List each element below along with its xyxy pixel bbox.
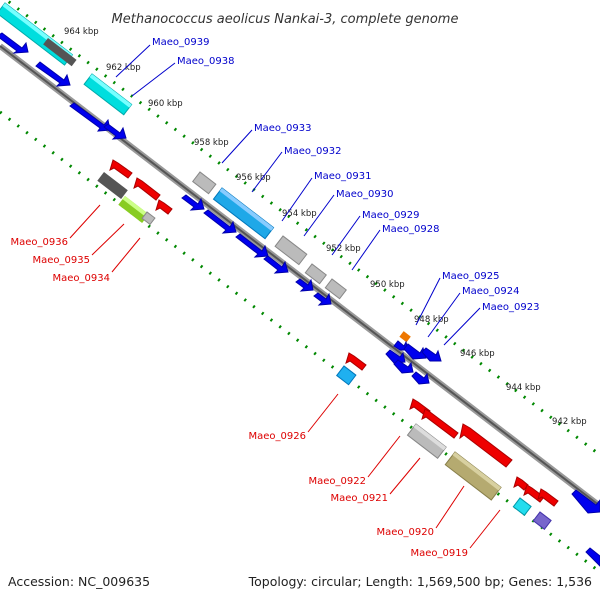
gene-box[interactable]	[512, 497, 532, 516]
gene-label[interactable]: Maeo_0939	[152, 37, 209, 48]
gene-box[interactable]	[274, 235, 308, 266]
gene-arrow[interactable]	[513, 476, 529, 491]
kbp-tick: 948 kbp	[414, 315, 449, 325]
accession-text: Accession: NC_009635	[8, 574, 150, 589]
gene-label[interactable]: Maeo_0922	[309, 476, 366, 487]
gene-label[interactable]: Maeo_0920	[377, 527, 434, 538]
gene-arrow[interactable]	[103, 123, 127, 140]
gene-arrow[interactable]	[133, 177, 161, 201]
gene-label[interactable]: Maeo_0929	[362, 210, 419, 221]
topology-stats-text: Topology: circular; Length: 1,569,500 bp…	[248, 574, 592, 589]
gene-box[interactable]	[324, 278, 347, 300]
kbp-tick: 950 kbp	[370, 280, 405, 290]
kbp-tick: 964 kbp	[64, 27, 99, 37]
gene-label[interactable]: Maeo_0926	[249, 431, 306, 442]
gene-box[interactable]	[118, 196, 149, 223]
gene-label[interactable]: Maeo_0930	[336, 189, 393, 200]
gene-label[interactable]: Maeo_0928	[382, 224, 439, 235]
gene-arrow[interactable]	[313, 292, 332, 306]
gene-label[interactable]: Maeo_0925	[442, 271, 499, 282]
gene-label[interactable]: Maeo_0936	[11, 237, 68, 248]
gene-arrow[interactable]	[459, 423, 513, 468]
kbp-tick: 962 kbp	[106, 63, 141, 73]
gene-arrow[interactable]	[411, 371, 430, 385]
gene-box[interactable]	[532, 511, 552, 530]
gene-arrow[interactable]	[421, 408, 459, 439]
gene-label[interactable]: Maeo_0938	[177, 56, 234, 67]
gene-box[interactable]	[97, 172, 128, 199]
reverse-leaders	[69, 204, 501, 549]
gene-label[interactable]: Maeo_0921	[331, 493, 388, 504]
gene-box[interactable]	[406, 423, 447, 459]
kbp-tick: 960 kbp	[148, 99, 183, 109]
gene-label[interactable]: Maeo_0932	[284, 146, 341, 157]
gene-box[interactable]	[444, 451, 502, 501]
forward-leaders	[115, 44, 481, 346]
gene-label[interactable]: Maeo_0933	[254, 123, 311, 134]
gene-arrow-group	[345, 352, 559, 507]
kbp-ticks: 964 kbp 962 kbp 960 kbp 958 kbp 956 kbp …	[64, 27, 587, 427]
gene-arrow[interactable]	[537, 488, 559, 507]
gene-arrow-group	[109, 159, 173, 215]
gene-arrow[interactable]	[421, 347, 442, 362]
gene-arrow[interactable]	[155, 199, 173, 215]
gene-arrow-group	[385, 340, 442, 385]
map-title: Methanococcus aeolicus Nankai-3, complet…	[112, 12, 459, 27]
gene-box[interactable]	[43, 38, 77, 67]
gene-arrow[interactable]	[385, 349, 406, 364]
forward-labels: Maeo_0939 Maeo_0938 Maeo_0933 Maeo_0932 …	[152, 37, 539, 313]
kbp-tick: 944 kbp	[506, 383, 541, 393]
gene-label[interactable]: Maeo_0935	[33, 255, 90, 266]
gene-arrow[interactable]	[393, 359, 414, 374]
gene-arrow[interactable]	[181, 194, 205, 211]
kbp-tick: 956 kbp	[236, 173, 271, 183]
gene-label[interactable]: Maeo_0934	[53, 273, 110, 284]
gene-box[interactable]	[212, 187, 275, 240]
gene-box[interactable]	[141, 211, 156, 226]
gene-box[interactable]	[399, 331, 411, 343]
gene-arrow[interactable]	[403, 343, 427, 360]
kbp-tick: 958 kbp	[194, 138, 229, 148]
reverse-strand	[97, 159, 559, 530]
gene-arrow[interactable]	[109, 159, 133, 179]
gene-arrow[interactable]	[571, 489, 600, 514]
gene-arrow[interactable]	[0, 32, 29, 54]
gene-label[interactable]: Maeo_0931	[314, 171, 371, 182]
gene-arrow[interactable]	[295, 278, 314, 292]
gene-box[interactable]	[191, 171, 217, 195]
gene-arrow[interactable]	[585, 547, 600, 567]
gene-arrow-group	[571, 489, 600, 567]
inner-scale-line	[0, 110, 600, 574]
gene-arrow[interactable]	[35, 61, 71, 87]
gene-label[interactable]: Maeo_0919	[411, 548, 468, 559]
gene-arrow-group	[181, 194, 332, 306]
reverse-labels: Maeo_0936 Maeo_0935 Maeo_0934 Maeo_0926 …	[11, 237, 468, 559]
gene-box[interactable]	[304, 263, 327, 285]
gene-arrow[interactable]	[203, 209, 237, 234]
gene-arrow[interactable]	[345, 352, 367, 371]
gene-box[interactable]	[83, 73, 133, 116]
kbp-tick: 946 kbp	[460, 349, 495, 359]
gene-label[interactable]: Maeo_0924	[462, 286, 519, 297]
forward-strand	[0, 2, 600, 567]
kbp-tick: 942 kbp	[552, 417, 587, 427]
gene-box[interactable]	[335, 365, 357, 386]
gene-label[interactable]: Maeo_0923	[482, 302, 539, 313]
gene-arrow-group	[0, 32, 127, 140]
gene-arrow[interactable]	[69, 102, 111, 132]
gene-arrow[interactable]	[263, 255, 289, 274]
kbp-tick: 954 kbp	[282, 209, 317, 219]
kbp-tick: 952 kbp	[326, 244, 361, 254]
gene-arrow[interactable]	[235, 233, 269, 258]
